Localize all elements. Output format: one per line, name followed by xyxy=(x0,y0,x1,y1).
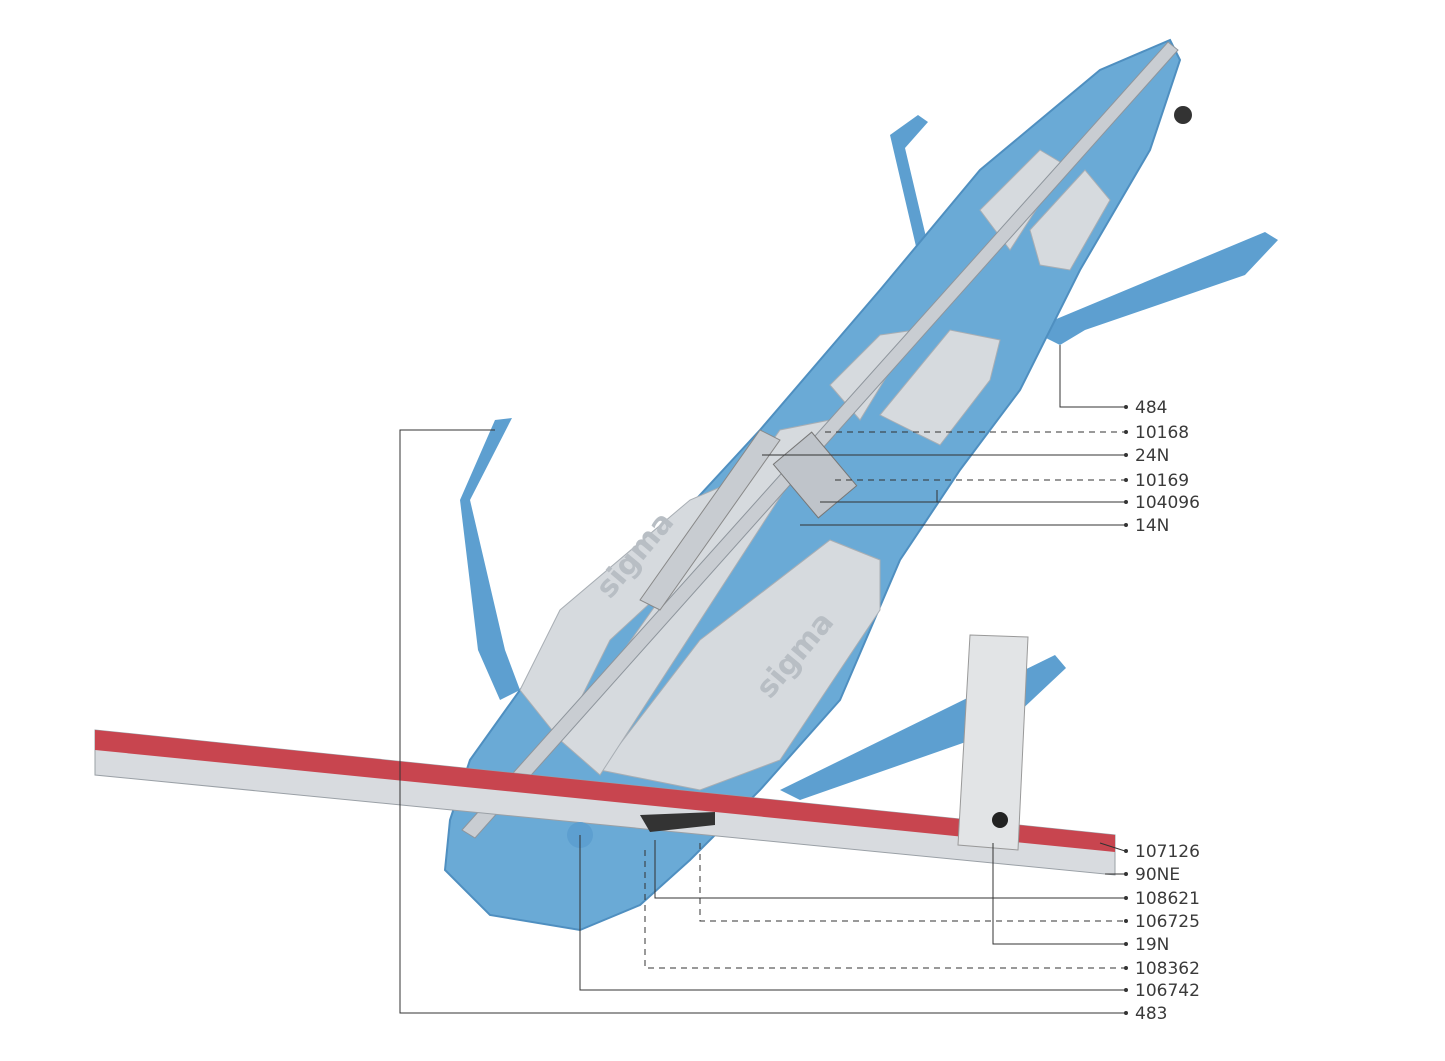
callout-label: 108621 xyxy=(1135,889,1200,909)
leg-top-right xyxy=(1030,232,1278,345)
callout-label: 483 xyxy=(1135,1004,1167,1024)
callout-label: 106742 xyxy=(1135,981,1200,1001)
callout-label: 484 xyxy=(1135,398,1167,418)
square-lock-knob[interactable] xyxy=(992,812,1008,828)
breaking-handle[interactable] xyxy=(639,429,781,611)
callout-label: 106725 xyxy=(1135,912,1200,932)
callout-label: 10168 xyxy=(1135,423,1189,443)
callout-label: 107126 xyxy=(1135,842,1200,862)
callout-lines xyxy=(399,345,1126,1014)
callout-label: 14N xyxy=(1135,516,1169,536)
callout-label: 24N xyxy=(1135,446,1169,466)
callout-label: 108362 xyxy=(1135,959,1200,979)
ruler-scale xyxy=(95,730,1115,852)
callout-labels: 484 10168 24N 10169 104096 14N 107126 90… xyxy=(1135,398,1200,1024)
lock-lever[interactable] xyxy=(640,812,715,832)
callout-label: 10169 xyxy=(1135,471,1189,491)
guide-rail xyxy=(461,41,1179,839)
callout-dots xyxy=(1124,405,1128,1015)
leg-bottom-left xyxy=(460,418,520,700)
square-gauge[interactable] xyxy=(957,634,1029,851)
callout-label: 19N xyxy=(1135,935,1169,955)
end-wheel xyxy=(1174,106,1192,124)
callout-label: 104096 xyxy=(1135,493,1200,513)
callout-label: 90NE xyxy=(1135,865,1180,885)
